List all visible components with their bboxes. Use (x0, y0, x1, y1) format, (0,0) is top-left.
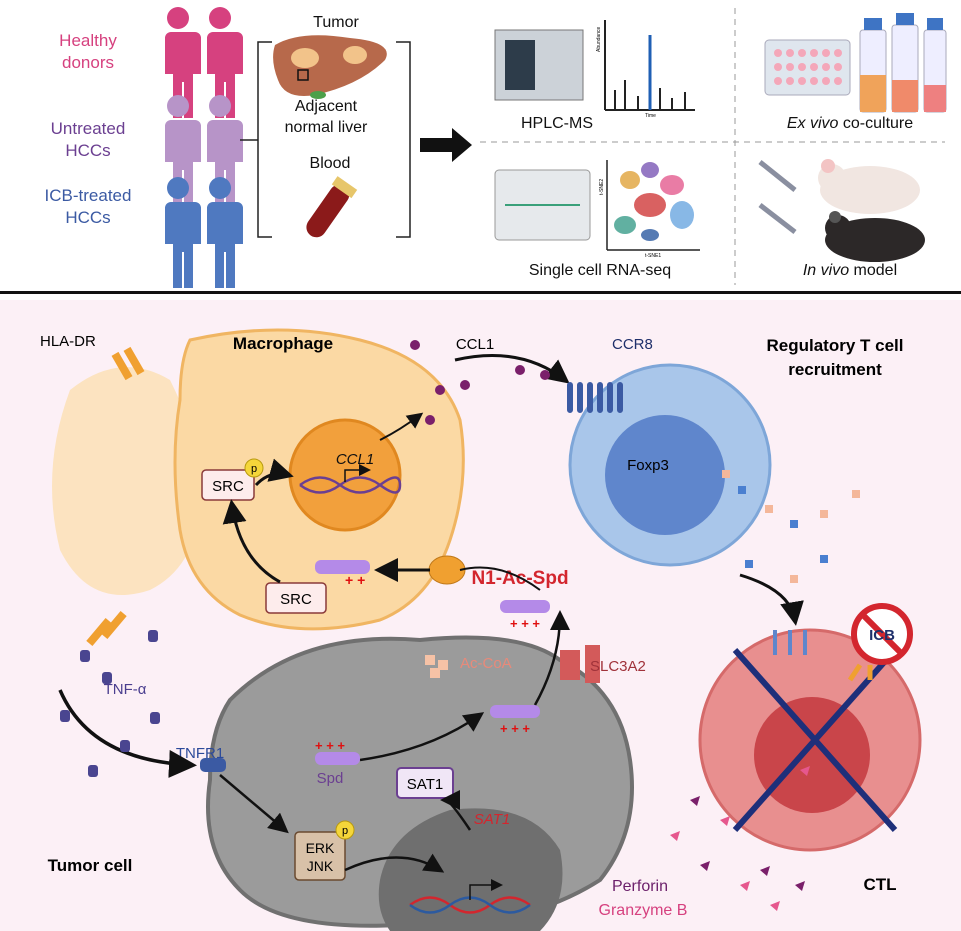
syringe-icon (758, 160, 797, 234)
svg-text:t-SNE1: t-SNE1 (645, 253, 661, 259)
spd-molecule-icon: + + + (315, 738, 360, 765)
label-spd: Spd (317, 770, 344, 787)
label-hla-dr: HLA-DR (40, 333, 96, 350)
svg-text:+ + +: + + + (315, 738, 345, 753)
svg-text:p: p (251, 463, 257, 475)
label-accoa: Ac-CoA (460, 655, 512, 672)
svg-text:SRC: SRC (280, 591, 312, 608)
hla-dr-receptor-icon (111, 346, 145, 381)
phospho-icon (244, 458, 264, 478)
ctl-cell: ICB (698, 603, 922, 852)
svg-text:Abundance: Abundance (596, 26, 602, 52)
label-invivo: In vivo model (803, 262, 897, 279)
methods: Abundance Time HPLC-MS Ex vivo co-cultur… (480, 8, 947, 285)
label-tumor: Tumor (313, 14, 359, 31)
mouse-icon (825, 211, 925, 262)
label-tnfa: TNF-α (104, 681, 147, 698)
label-blood: Blood (310, 155, 351, 172)
label-macrophage: Macrophage (233, 334, 333, 353)
label-perforin: Perforin (612, 878, 668, 895)
label-tnfr1: TNFR1 (176, 745, 224, 762)
svg-text:SAT1: SAT1 (474, 811, 510, 828)
sat1-box (396, 767, 454, 799)
transporter-icon (428, 555, 466, 585)
svg-text:Time: Time (645, 113, 656, 119)
liver-icon (273, 35, 387, 96)
phospho-icon (335, 820, 355, 840)
label-ccl1: CCL1 (456, 336, 494, 353)
label-granzyme: Granzyme B (599, 902, 688, 919)
svg-text:SRC: SRC (212, 478, 244, 495)
blood-tube-icon (306, 176, 358, 238)
receptor-icon (773, 630, 807, 655)
slc3a2-transporter-icon (560, 645, 600, 683)
ac-coa-icon (425, 655, 448, 678)
tsne-plot (606, 160, 700, 251)
svg-text:+ + +: + + + (500, 721, 530, 736)
svg-text:+ +: + + (345, 572, 365, 588)
arrow-icon (420, 128, 472, 162)
antibody-icon (847, 663, 873, 682)
macrophage-cell: CCL1 SRC p SRC + + (52, 328, 466, 647)
tnf-alpha-icons (60, 630, 160, 777)
n1-ac-spd-molecule-icon: + + + (500, 600, 550, 631)
ms-spectrum (604, 20, 695, 111)
mouse-icon (818, 159, 920, 214)
label-ctl: CTL (863, 875, 896, 894)
regulatory-t-cell: Foxp3 (567, 363, 772, 567)
n1-ac-spd-molecule-icon: + + (315, 560, 370, 588)
receptor-icon (86, 610, 127, 647)
src-box (265, 582, 327, 614)
svg-text:+ + +: + + + (510, 616, 540, 631)
plate-icon (764, 39, 851, 96)
dna (299, 476, 402, 494)
tnfr1-receptor-icon (200, 758, 226, 772)
svg-text:SAT1: SAT1 (407, 776, 443, 793)
ccr8-receptor-icon (567, 382, 623, 413)
svg-text:t-SNE2: t-SNE2 (599, 179, 605, 195)
flask-icon (859, 13, 947, 113)
ac-spd-molecule-icon: + + + (490, 705, 540, 736)
cytokine-squares (722, 470, 860, 583)
svg-text:p: p (342, 825, 348, 837)
label-ccr8: CCR8 (612, 336, 653, 353)
dna (409, 896, 531, 914)
divider (0, 291, 961, 294)
ccl1-dots (410, 340, 550, 425)
label-scrna: Single cell RNA-seq (529, 262, 671, 279)
erk-jnk-box (294, 831, 346, 881)
label-tumor-cell: Tumor cell (48, 856, 133, 875)
granule-triangles (690, 796, 805, 891)
svg-text:ICB: ICB (869, 627, 895, 644)
label-hplc: HPLC-MS (521, 115, 593, 132)
svg-text:Foxp3: Foxp3 (627, 457, 669, 474)
label-slc3a2: SLC3A2 (590, 658, 646, 675)
label-exvivo: Ex vivo co-culture (787, 115, 913, 132)
svg-text:CCL1: CCL1 (336, 451, 374, 468)
